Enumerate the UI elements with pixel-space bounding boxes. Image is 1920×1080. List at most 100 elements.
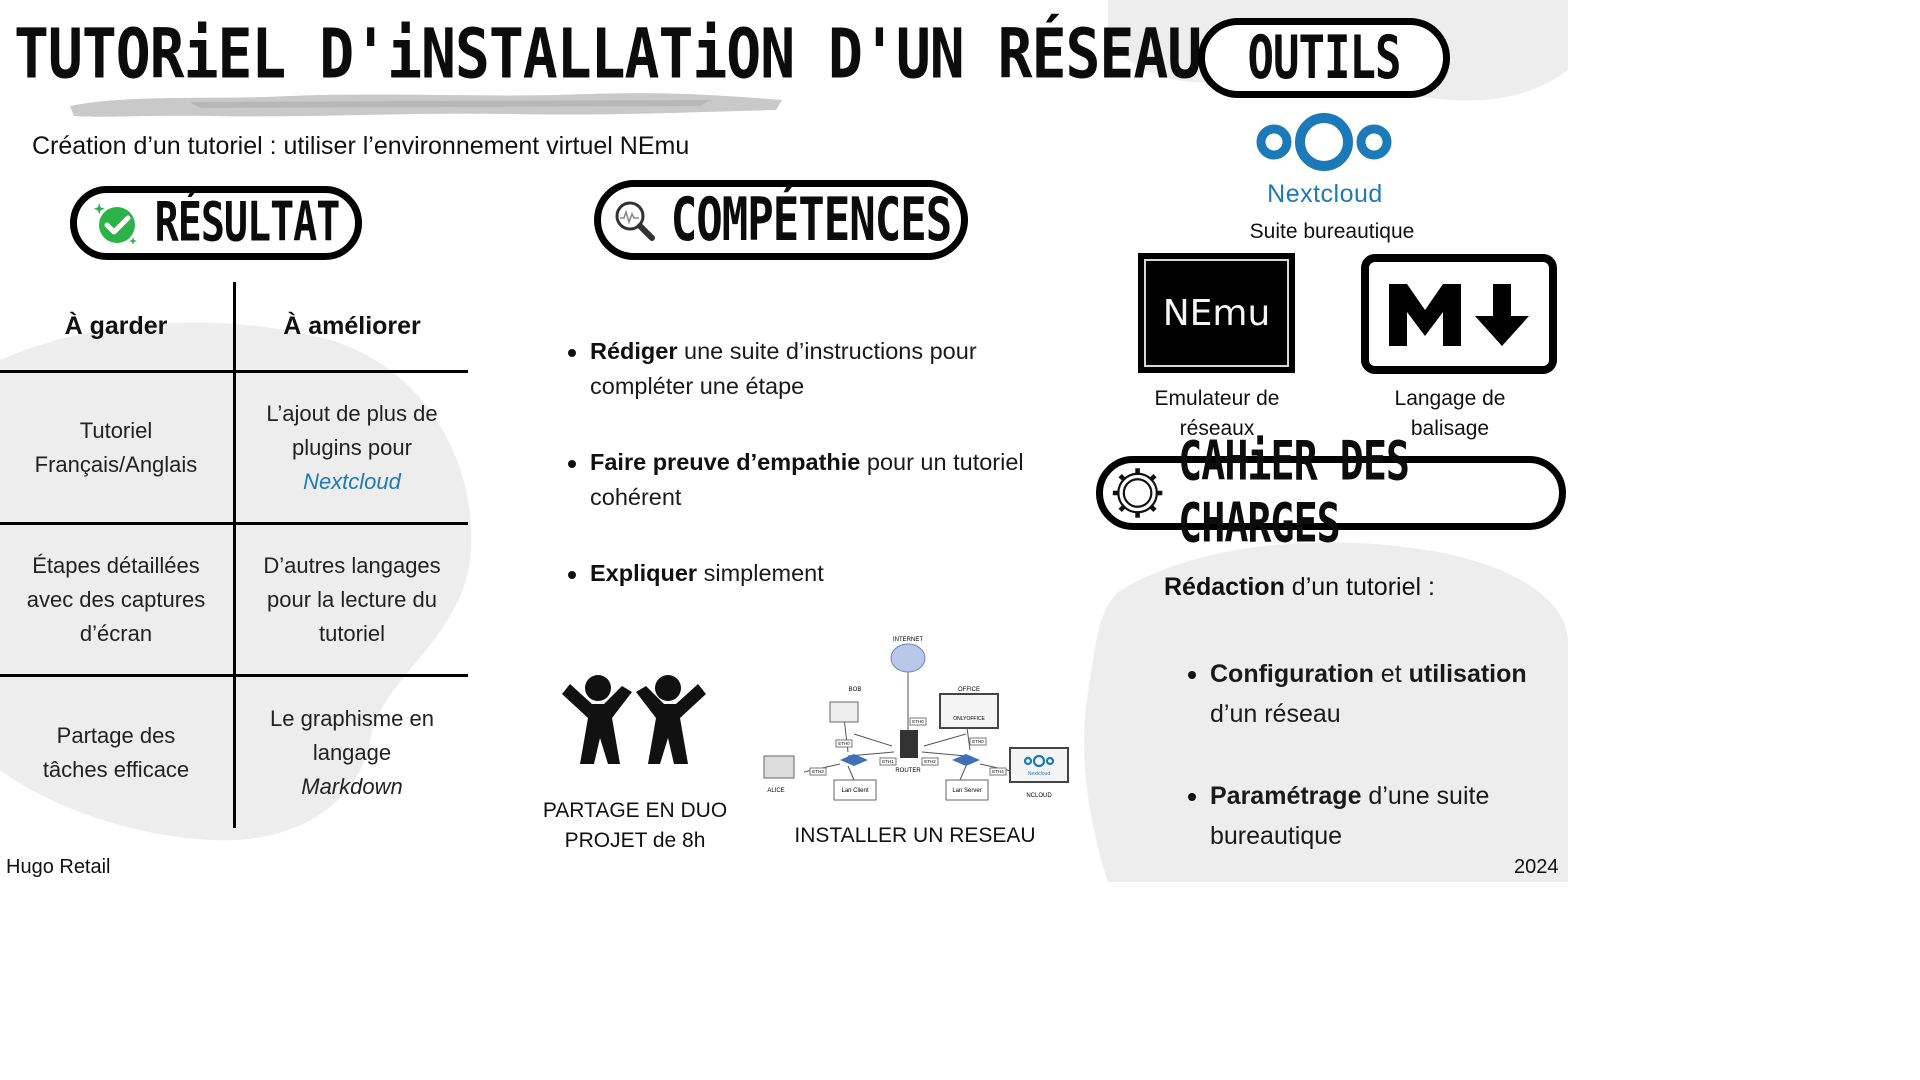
competences-heading: COMPÉTENCES <box>594 180 968 260</box>
net-label-router: ROUTER <box>895 768 921 774</box>
cell-line: tâches efficace <box>42 756 190 782</box>
bob-laptop-icon <box>829 701 859 723</box>
list-item: Rédiger une suite d’instructions pour co… <box>566 334 1066 404</box>
net-label-ncloud: NCLOUD <box>1026 793 1052 799</box>
subtitle: Création d’un tutoriel : utiliser l’envi… <box>32 132 690 160</box>
cell-line: avec des captures <box>26 586 206 612</box>
net-label-office: OFFICE <box>958 687 980 693</box>
alice-laptop-icon <box>763 755 795 779</box>
item-bold: Faire preuve d’empathie <box>590 449 861 475</box>
table-cell-keep: Étapes détaillées avec des captures d’éc… <box>0 525 232 674</box>
net-label-eth: ETH3 <box>812 769 824 774</box>
markdown-label-line: balisage <box>1410 417 1490 440</box>
list-item: Paramétrage d’une suite bureautique <box>1184 776 1568 856</box>
nextcloud-small-icon <box>1023 754 1055 768</box>
table-cell-improve: D’autres langages pour la lecture du tut… <box>236 525 468 674</box>
lan-client-box <box>833 779 877 801</box>
nemu-logo-frame: NEmu <box>1144 259 1289 367</box>
markdown-logo-icon <box>1361 254 1557 374</box>
net-label-eth: ETH0 <box>838 741 850 746</box>
net-label-eth: ETH1 <box>882 759 894 764</box>
cell-line: tutoriel <box>318 620 386 646</box>
item-text: d’une suite bureautique <box>1210 782 1490 850</box>
nextcloud-mention: Nextcloud <box>303 468 401 494</box>
item-bold: Rédiger <box>590 338 678 364</box>
table-cell-improve: Le graphisme en langage Markdown <box>236 677 468 828</box>
cahier-intro-text: d’un tutoriel : <box>1284 573 1435 601</box>
list-item: Expliquer simplement <box>566 556 1066 591</box>
table-cell-keep: Tutoriel Français/Anglais <box>0 373 232 522</box>
net-label-onlyoffice: ONLYOFFICE <box>953 716 985 722</box>
cell-line: D’autres langages <box>263 552 441 578</box>
switch-icon <box>952 754 980 766</box>
cell-line: Tutoriel <box>79 417 153 443</box>
item-bold: utilisation <box>1408 660 1527 688</box>
network-caption: INSTALLER UN RESEAU <box>794 824 1036 847</box>
markdown-mention: Markdown <box>301 773 403 799</box>
duo-caption-line: PARTAGE EN DUO <box>542 799 728 822</box>
cahier-heading-text: CAHiER DES CHARGES <box>1178 430 1410 556</box>
office-monitor-icon <box>939 693 999 729</box>
brush-stroke-decoration <box>70 93 782 117</box>
resultat-heading-text: RÉSULTAT <box>154 191 341 255</box>
item-text: et <box>1373 660 1409 688</box>
two-people-icon <box>562 675 706 764</box>
cahier-list: Configuration et utilisation d’un réseau… <box>1184 654 1568 898</box>
network-diagram: INTERNET BOB OFFICE ONLYOFFICE ROUTER AL… <box>763 637 1069 801</box>
results-table: À garder À améliorer Tutoriel Français/A… <box>0 282 468 828</box>
outils-heading-text: OUTILS <box>1247 23 1402 93</box>
nextcloud-label: Suite bureautique <box>1249 220 1415 243</box>
background-blob-bottom-right <box>1084 542 1568 882</box>
item-text: pour un tutoriel cohérent <box>590 449 1024 510</box>
cahier-intro-bold: Rédaction <box>1164 573 1285 601</box>
table-divider <box>0 522 468 525</box>
resultat-heading: RÉSULTAT <box>70 186 362 260</box>
cell-line: plugins pour <box>292 434 412 460</box>
item-bold: Expliquer <box>590 560 698 586</box>
lan-server-box <box>945 779 989 801</box>
cell-line: pour la lecture du <box>267 586 437 612</box>
nemu-logo: NEmu <box>1138 253 1295 373</box>
nemu-label-line: réseaux <box>1179 417 1255 440</box>
cahier-intro: Rédaction d’un tutoriel : <box>1164 573 1435 602</box>
item-text: une suite d’instructions pour compléter … <box>590 338 977 399</box>
net-label-nextcloud: Nextcloud <box>1028 771 1050 777</box>
net-label-eth: ETH2 <box>924 759 936 764</box>
duo-caption-line: PROJET de 8h <box>564 829 706 852</box>
net-label-eth: ETH4 <box>992 769 1004 774</box>
footer-author: Hugo Retail <box>6 856 111 878</box>
cell-line: Étapes détaillées <box>32 552 200 578</box>
nemu-label-line: Emulateur de <box>1154 387 1280 410</box>
page-title: TUTORiEL D'iNSTALLATiON D'UN RÉSEAU <box>14 13 1202 94</box>
competences-heading-text: COMPÉTENCES <box>670 185 952 255</box>
nemu-logo-text: NEmu <box>1162 292 1271 334</box>
net-label-lan-client: Lan Client <box>841 788 868 794</box>
competences-list: Rédiger une suite d’instructions pour co… <box>566 334 1066 632</box>
markdown-label-line: Langage de <box>1394 387 1506 410</box>
table-cell-keep: Partage des tâches efficace <box>0 677 232 828</box>
cahier-heading: CAHiER DES CHARGES <box>1096 431 1566 555</box>
internet-globe-icon <box>890 643 926 673</box>
footer-year: 2024 <box>1514 856 1559 878</box>
cell-line: L’ajout de plus de <box>266 400 438 426</box>
router-tower-icon <box>900 730 918 758</box>
cell-line: Partage des <box>56 722 176 748</box>
item-bold: Configuration <box>1210 660 1374 688</box>
nextcloud-name: Nextcloud <box>1267 180 1383 208</box>
net-label-internet: INTERNET <box>893 637 923 643</box>
column-header-improve: À améliorer <box>283 312 421 340</box>
table-cell-improve: L’ajout de plus de plugins pour Nextclou… <box>236 373 468 522</box>
item-text: simplement <box>697 560 824 586</box>
list-item: Faire preuve d’empathie pour un tutoriel… <box>566 445 1066 515</box>
net-label-alice: ALICE <box>767 788 784 794</box>
table-divider <box>0 370 468 373</box>
net-label-lan-server: Lan Server <box>952 788 981 794</box>
item-text: d’un réseau <box>1210 700 1341 728</box>
list-item: Configuration et utilisation d’un réseau <box>1184 654 1568 734</box>
cell-line: langage <box>312 739 392 765</box>
gear-icon <box>1112 468 1163 518</box>
cell-line: Le graphisme en <box>270 705 434 731</box>
switch-icon <box>840 754 868 766</box>
net-label-eth: ETH0 <box>912 719 924 724</box>
net-label-eth: ETH0 <box>972 739 984 744</box>
